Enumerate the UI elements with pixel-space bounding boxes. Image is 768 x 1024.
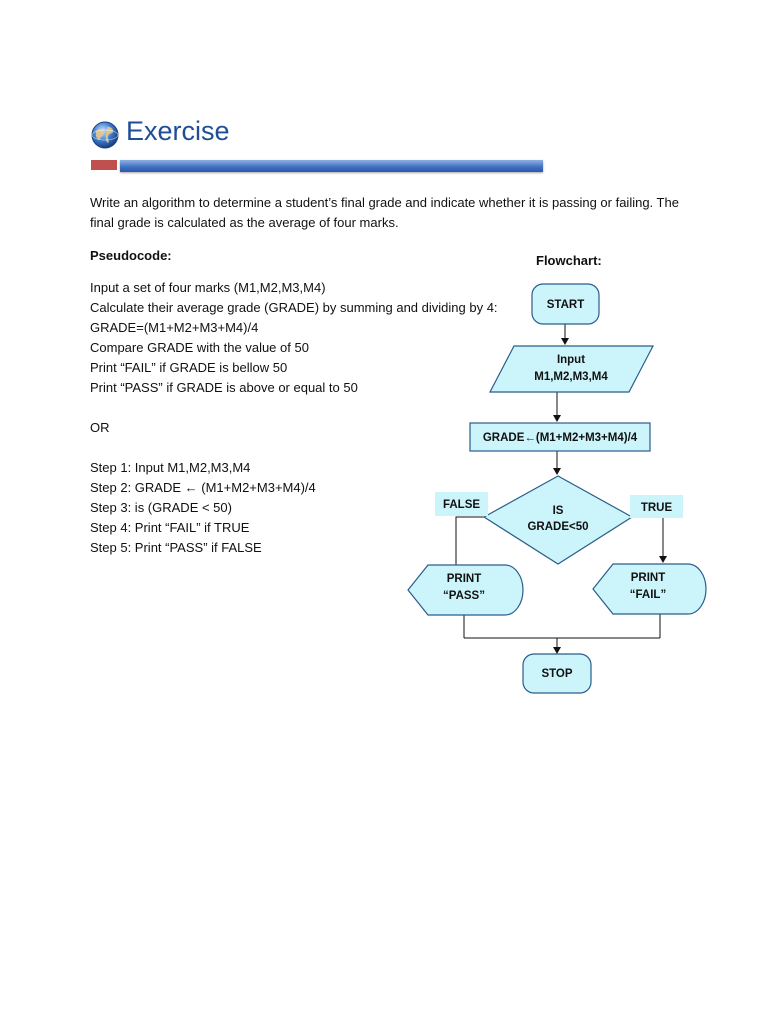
pseudocode-line: Calculate their average grade (GRADE) by… — [90, 300, 498, 315]
decision-condition-label: GRADE<50 — [527, 521, 588, 533]
print-pass-node: PRINT “PASS” — [407, 564, 524, 616]
step-line: Step 3: is (GRADE < 50) — [90, 500, 232, 515]
false-branch-label: FALSE — [435, 492, 488, 516]
pseudocode-block: Input a set of four marks (M1,M2,M3,M4) … — [90, 278, 498, 398]
pseudocode-line: Input a set of four marks (M1,M2,M3,M4) — [90, 280, 326, 295]
step-line: Step 1: Input M1,M2,M3,M4 — [90, 460, 251, 475]
start-node: START — [531, 283, 600, 325]
pseudocode-line: Print “FAIL” if GRADE is bellow 50 — [90, 360, 288, 375]
process-node: GRADE←(M1+M2+M3+M4)/4 — [469, 422, 651, 452]
step-line: Step 5: Print “PASS” if FALSE — [90, 540, 262, 555]
print-pass-label: PRINT — [447, 573, 482, 585]
decision-label: IS — [553, 505, 564, 517]
false-label: FALSE — [443, 499, 480, 511]
start-label: START — [547, 299, 584, 311]
stop-label: STOP — [541, 668, 572, 680]
print-fail-value: “FAIL” — [630, 589, 666, 601]
input-values-label: M1,M2,M3,M4 — [534, 371, 608, 383]
intro-paragraph: Write an algorithm to determine a studen… — [90, 193, 690, 233]
steps-block: Step 1: Input M1,M2,M3,M4 Step 2: GRADE … — [90, 458, 316, 558]
process-label: GRADE←(M1+M2+M3+M4)/4 — [483, 432, 638, 444]
input-node: Input M1,M2,M3,M4 — [489, 345, 654, 393]
print-fail-node: PRINT “FAIL” — [592, 563, 707, 615]
print-pass-value: “PASS” — [443, 590, 485, 602]
step-line: Step 4: Print “FAIL” if TRUE — [90, 520, 250, 535]
true-branch-label: TRUE — [630, 495, 683, 518]
intro-line: Write an algorithm to determine a studen… — [90, 195, 679, 210]
title-underline-accent — [91, 160, 117, 170]
pseudocode-heading: Pseudocode: — [90, 248, 172, 263]
true-label: TRUE — [641, 502, 673, 514]
step-line: Step 2: GRADE ← (M1+M2+M3+M4)/4 — [90, 480, 316, 495]
page-title: Exercise — [126, 116, 230, 146]
or-separator: OR — [90, 420, 110, 435]
intro-line: final grade is calculated as the average… — [90, 215, 399, 230]
flowchart-heading: Flowchart: — [536, 253, 602, 268]
print-fail-label: PRINT — [631, 572, 666, 584]
title-underline-bar — [120, 160, 543, 172]
input-label: Input — [557, 354, 585, 366]
globe-icon — [91, 121, 119, 149]
pseudocode-line: GRADE=(M1+M2+M3+M4)/4 — [90, 320, 259, 335]
decision-node: IS GRADE<50 — [482, 475, 634, 565]
pseudocode-line: Print “PASS” if GRADE is above or equal … — [90, 380, 358, 395]
pseudocode-line: Compare GRADE with the value of 50 — [90, 340, 309, 355]
stop-node: STOP — [522, 653, 592, 694]
